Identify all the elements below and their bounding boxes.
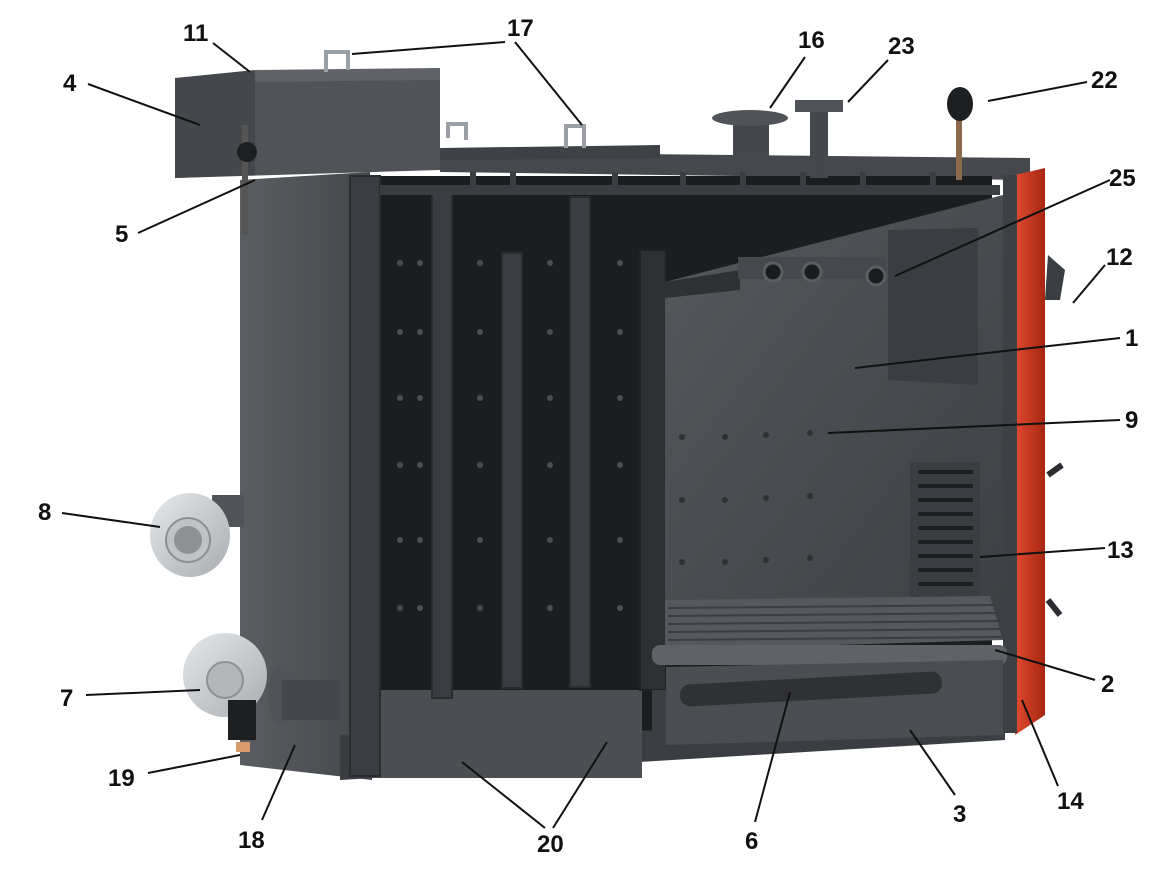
primary-air-pipe	[680, 671, 942, 707]
controller-box	[228, 700, 256, 740]
callout-7: 7	[60, 685, 73, 712]
upper-blower-fan	[150, 493, 244, 577]
left-side-wall	[240, 172, 372, 780]
callout-3: 3	[953, 801, 966, 828]
callout-20: 20	[537, 831, 564, 858]
callout-19: 19	[108, 765, 135, 792]
callout-2: 2	[1101, 671, 1114, 698]
callout-1: 1	[1125, 325, 1138, 352]
callout-6: 6	[745, 828, 758, 855]
lower-blower-fan	[183, 633, 340, 752]
callout-23: 23	[888, 33, 915, 60]
callout-18: 18	[238, 827, 265, 854]
secondary-air-tubes	[738, 257, 887, 287]
callout-13: 13	[1107, 537, 1134, 564]
heat-exchanger-baffles	[349, 172, 1000, 777]
callout-9: 9	[1125, 407, 1138, 434]
combustion-chamber	[652, 195, 1007, 745]
callout-14: 14	[1057, 788, 1084, 815]
grate	[652, 596, 1007, 665]
callout-4: 4	[63, 70, 77, 97]
callout-11: 11	[183, 20, 208, 47]
leader-lines	[61, 41, 1121, 829]
brass-fitting	[236, 742, 250, 752]
callout-17: 17	[507, 15, 534, 42]
callout-12: 12	[1106, 244, 1133, 271]
callout-16: 16	[798, 27, 825, 54]
ash-channel	[372, 690, 642, 778]
flue-outlet-box	[175, 68, 440, 178]
rear-window	[888, 228, 978, 385]
callout-labels: 11 4 5 17 16 23 22 25 12 1 9 13 2 14 3 6…	[38, 15, 1138, 858]
front-frame	[1003, 175, 1017, 733]
top-cover	[440, 152, 1030, 180]
front-door-red	[1015, 168, 1045, 735]
top-fittings	[237, 50, 1065, 617]
callout-22: 22	[1091, 67, 1118, 94]
callout-25: 25	[1109, 165, 1136, 192]
callout-5: 5	[115, 221, 128, 248]
callout-8: 8	[38, 499, 51, 526]
